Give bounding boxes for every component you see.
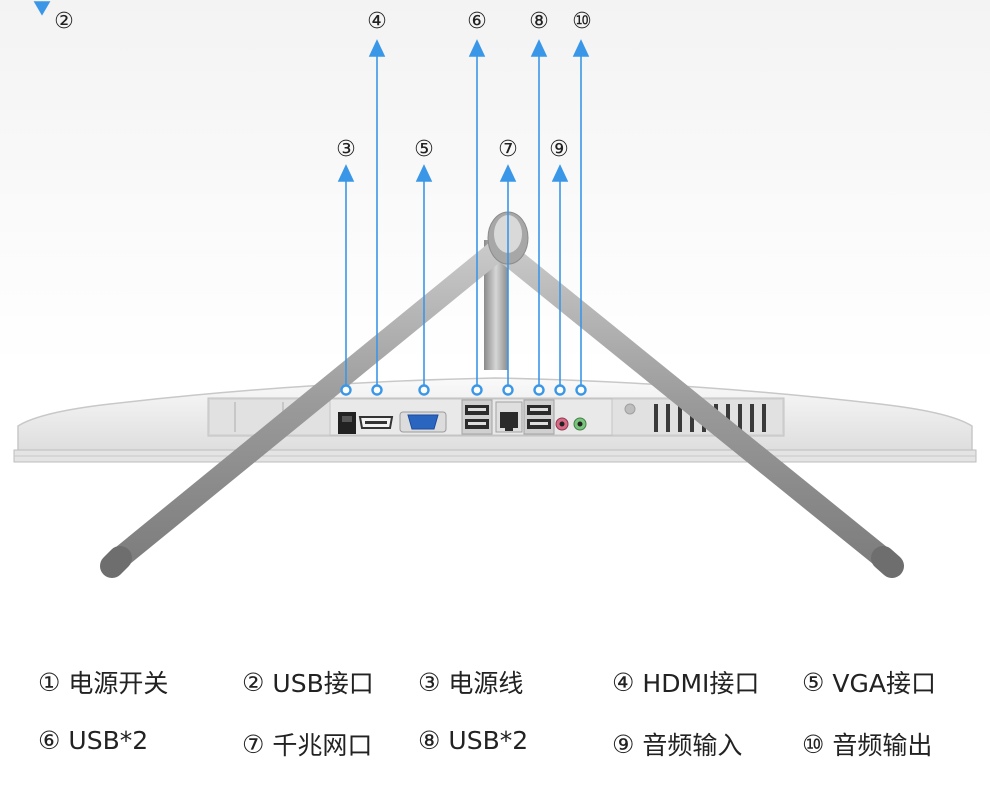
legend-marker-3: ③ [418, 667, 441, 697]
legend-item-8: ⑧ USB*2 [418, 726, 528, 755]
legend-marker-7: ⑦ [242, 729, 265, 759]
callout-dot-7 [502, 384, 514, 396]
callout-label-4: ④ [367, 9, 387, 34]
legend-item-5: ⑤ VGA接口 [802, 664, 936, 700]
legend-label-audio-out: 音频输出 [832, 731, 933, 760]
legend-item-7: ⑦ 千兆网口 [242, 726, 372, 762]
legend-item-10: ⑩ 音频输出 [802, 726, 932, 762]
legend-item-3: ③ 电源线 [418, 664, 523, 700]
callout-arrow-10 [572, 39, 590, 57]
monitor-port-diagram: ② ③ ④ ⑤ ⑥ ⑦ ⑧ ⑨ ⑩ [13, 1, 977, 578]
callout-arrow-4 [368, 39, 386, 57]
callout-dot-6 [471, 384, 483, 396]
hdmi-port [358, 416, 394, 429]
callout-arrow-7 [499, 164, 517, 182]
legend-item-1: ① 电源开关 [38, 664, 168, 700]
callout-arrow-6 [468, 39, 486, 57]
power-port [338, 412, 356, 434]
legend-label-usb-port: USB接口 [272, 669, 374, 698]
legend-label-usb-x2-b: USB*2 [448, 726, 529, 755]
legend-label-hdmi-port: HDMI接口 [642, 669, 760, 698]
callout-label-7: ⑦ [498, 137, 518, 162]
legend-label-audio-in: 音频输入 [642, 731, 743, 760]
stand [100, 211, 904, 578]
legend-marker-5: ⑤ [802, 667, 825, 697]
legend-item-9: ⑨ 音频输入 [612, 726, 742, 762]
usb-port-pair-6 [461, 399, 493, 435]
legend-item-6: ⑥ USB*2 [38, 726, 148, 755]
callout-arrow-2 [33, 1, 51, 16]
usb-port-pair-8 [523, 399, 555, 435]
callout-arrow-8 [530, 39, 548, 57]
legend-label-power-switch: 电源开关 [68, 669, 169, 698]
legend-item-4: ④ HDMI接口 [612, 664, 759, 700]
callout-arrow-3 [337, 164, 355, 182]
legend-marker-1: ① [38, 667, 61, 697]
callout-label-8: ⑧ [529, 9, 549, 34]
callout-lines [33, 1, 590, 396]
vga-port [399, 411, 447, 433]
callout-dot-10 [575, 384, 587, 396]
legend-marker-10: ⑩ [802, 729, 825, 759]
callout-dot-4 [371, 384, 383, 396]
legend-item-2: ② USB接口 [242, 664, 374, 700]
audio-in-jack [555, 417, 569, 431]
callout-dot-3 [340, 384, 352, 396]
callout-label-2: ② [54, 9, 74, 34]
callout-dot-9 [554, 384, 566, 396]
legend-label-gigabit-ethernet: 千兆网口 [272, 731, 373, 760]
callout-dot-5 [418, 384, 430, 396]
legend-label-power-cable: 电源线 [448, 669, 524, 698]
legend-label-vga-port: VGA接口 [832, 669, 936, 698]
callout-label-6: ⑥ [467, 9, 487, 34]
callout-dot-8 [533, 384, 545, 396]
callout-label-3: ③ [336, 137, 356, 162]
callout-arrow-5 [415, 164, 433, 182]
legend-marker-9: ⑨ [612, 729, 635, 759]
legend-marker-6: ⑥ [38, 726, 61, 755]
callout-label-10: ⑩ [572, 9, 592, 34]
ethernet-port [495, 401, 523, 433]
audio-out-jack [573, 417, 587, 431]
legend-marker-4: ④ [612, 667, 635, 697]
port-legend: ① 电源开关 ② USB接口 ③ 电源线 ④ HDMI接口 ⑤ VGA接口 ⑥ … [0, 656, 990, 766]
legend-marker-2: ② [242, 667, 265, 697]
legend-label-usb-x2-a: USB*2 [68, 726, 149, 755]
callout-arrow-9 [551, 164, 569, 182]
legend-marker-8: ⑧ [418, 726, 441, 755]
callout-label-9: ⑨ [549, 137, 569, 162]
callout-label-5: ⑤ [414, 137, 434, 162]
